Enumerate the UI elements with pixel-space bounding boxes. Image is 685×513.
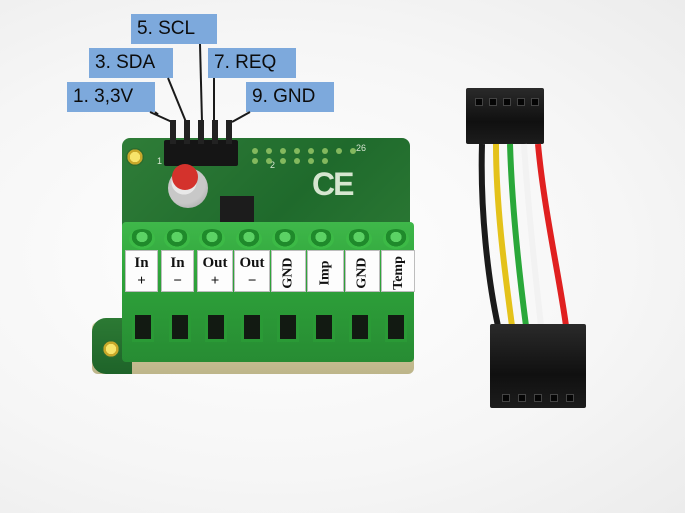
terminal-label-in-minus: In − [161, 250, 194, 292]
pin-number-1: 1 [157, 156, 163, 166]
pcb-via [350, 148, 356, 154]
ic-chip [220, 196, 254, 222]
pcb-via [280, 158, 286, 164]
pin-number-26: 26 [356, 143, 367, 153]
connector-hole [534, 394, 542, 402]
connector-hole [503, 98, 511, 106]
terminal-label-sign: + [210, 273, 220, 289]
screw-icon [383, 229, 409, 249]
terminal-label-top: In [170, 255, 185, 271]
pcb-via [266, 158, 272, 164]
connector-hole [502, 394, 510, 402]
cable-connector-top [466, 88, 544, 144]
terminal-label-gnd-2: GND [345, 250, 380, 292]
terminal-slot [349, 312, 371, 342]
wire-black [478, 143, 501, 327]
terminal-slot [241, 312, 263, 342]
pcb-via [294, 148, 300, 154]
wire-green [507, 143, 529, 327]
terminal-label-temp: Temp [381, 250, 415, 292]
terminal-slot [169, 312, 191, 342]
terminal-label-sign: + [137, 273, 146, 289]
wire-yellow [493, 143, 515, 327]
header-pin [184, 120, 190, 144]
pin-label-req: 7. REQ [208, 48, 296, 78]
header-pin [170, 120, 176, 144]
terminal-label-text: GND [280, 257, 296, 289]
pin-label-scl: 5. SCL [131, 14, 217, 44]
terminal-label-top: Out [239, 255, 265, 271]
terminal-slot [313, 312, 335, 342]
connector-hole [518, 394, 526, 402]
pcb-via [322, 158, 328, 164]
wire-white [521, 143, 544, 327]
connector-hole [517, 98, 525, 106]
screw-icon [308, 229, 334, 249]
pcb-via [266, 148, 272, 154]
mount-hole-icon [126, 148, 144, 166]
terminal-label-top: In [134, 255, 149, 271]
wire-red [535, 143, 569, 327]
terminal-slot [385, 312, 407, 342]
terminal-slot [132, 312, 154, 342]
capacitor-top [172, 164, 198, 190]
gpio-header [164, 140, 238, 166]
terminal-label-sign: − [247, 273, 257, 289]
connector-hole [475, 98, 483, 106]
pin-label-3v3: 1. 3,3V [67, 82, 155, 112]
connector-hole [550, 394, 558, 402]
pcb-via [322, 148, 328, 154]
pcb-via [252, 148, 258, 154]
mount-hole-icon [102, 340, 120, 358]
terminal-slot [277, 312, 299, 342]
screw-icon [272, 229, 298, 249]
pcb-via [308, 148, 314, 154]
ce-mark: CE [312, 166, 354, 202]
terminal-label-gnd: GND [271, 250, 306, 292]
terminal-label-top: Out [202, 255, 228, 271]
terminal-label-out-plus: Out + [197, 250, 233, 292]
header-pin [212, 120, 218, 144]
terminal-label-in-plus: In + [125, 250, 158, 292]
pcb-via [336, 148, 342, 154]
connector-hole [489, 98, 497, 106]
pin-label-gnd: 9. GND [246, 82, 334, 112]
pin-label-sda: 3. SDA [89, 48, 173, 78]
pin-number-2: 2 [270, 160, 276, 170]
connector-hole [566, 394, 574, 402]
screw-icon [164, 229, 190, 249]
terminal-slot [205, 312, 227, 342]
header-pin [226, 120, 232, 144]
header-pin [198, 120, 204, 144]
connector-hole [531, 98, 539, 106]
terminal-label-text: GND [354, 257, 370, 289]
screw-icon [129, 229, 155, 249]
screw-icon [236, 229, 262, 249]
pcb-via [294, 158, 300, 164]
terminal-label-imp: Imp [307, 250, 344, 292]
terminal-label-sign: − [173, 273, 182, 289]
pcb-via [308, 158, 314, 164]
leader-line [154, 111, 159, 116]
screw-icon [346, 229, 372, 249]
terminal-label-text: Temp [390, 256, 406, 290]
screw-icon [199, 229, 225, 249]
terminal-label-text: Imp [317, 260, 333, 286]
pcb-via [280, 148, 286, 154]
pcb-via [252, 158, 258, 164]
terminal-label-out-minus: Out − [234, 250, 270, 292]
